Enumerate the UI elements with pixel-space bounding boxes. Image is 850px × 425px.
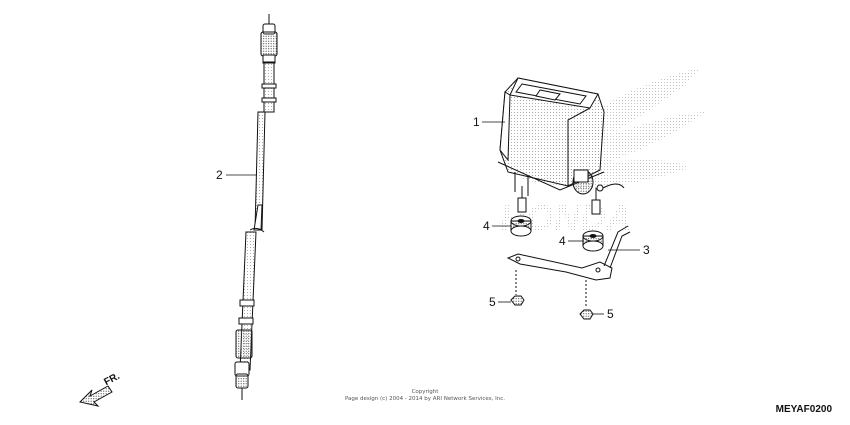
callout-4-rubber-right: 4 <box>559 234 566 248</box>
nut-right <box>579 280 594 320</box>
front-direction-arrow-icon <box>79 385 113 407</box>
callout-5-nut-left: 5 <box>489 295 496 309</box>
copyright-notice: Copyright Page design (c) 2004 - 2014 by… <box>300 389 550 403</box>
copyright-line-1: Copyright <box>411 389 439 395</box>
meter-stay <box>506 225 631 281</box>
rubber-mount-right <box>582 230 604 252</box>
nut-left <box>510 270 525 306</box>
callout-5-nut-right: 5 <box>607 307 614 321</box>
callout-4-rubber-left: 4 <box>483 219 490 233</box>
callout-2-meter-cable: 2 <box>216 168 223 182</box>
callout-1-meter-assy: 1 <box>473 115 480 129</box>
rubber-mount-left <box>510 215 532 237</box>
callout-3-stay: 3 <box>643 243 650 257</box>
meter-cable <box>234 14 278 400</box>
copyright-line-2: Page design (c) 2004 - 2014 by ARI Netwo… <box>344 396 506 402</box>
meter-assembly <box>497 77 625 215</box>
diagram-code: MEYAF0200 <box>775 404 832 415</box>
